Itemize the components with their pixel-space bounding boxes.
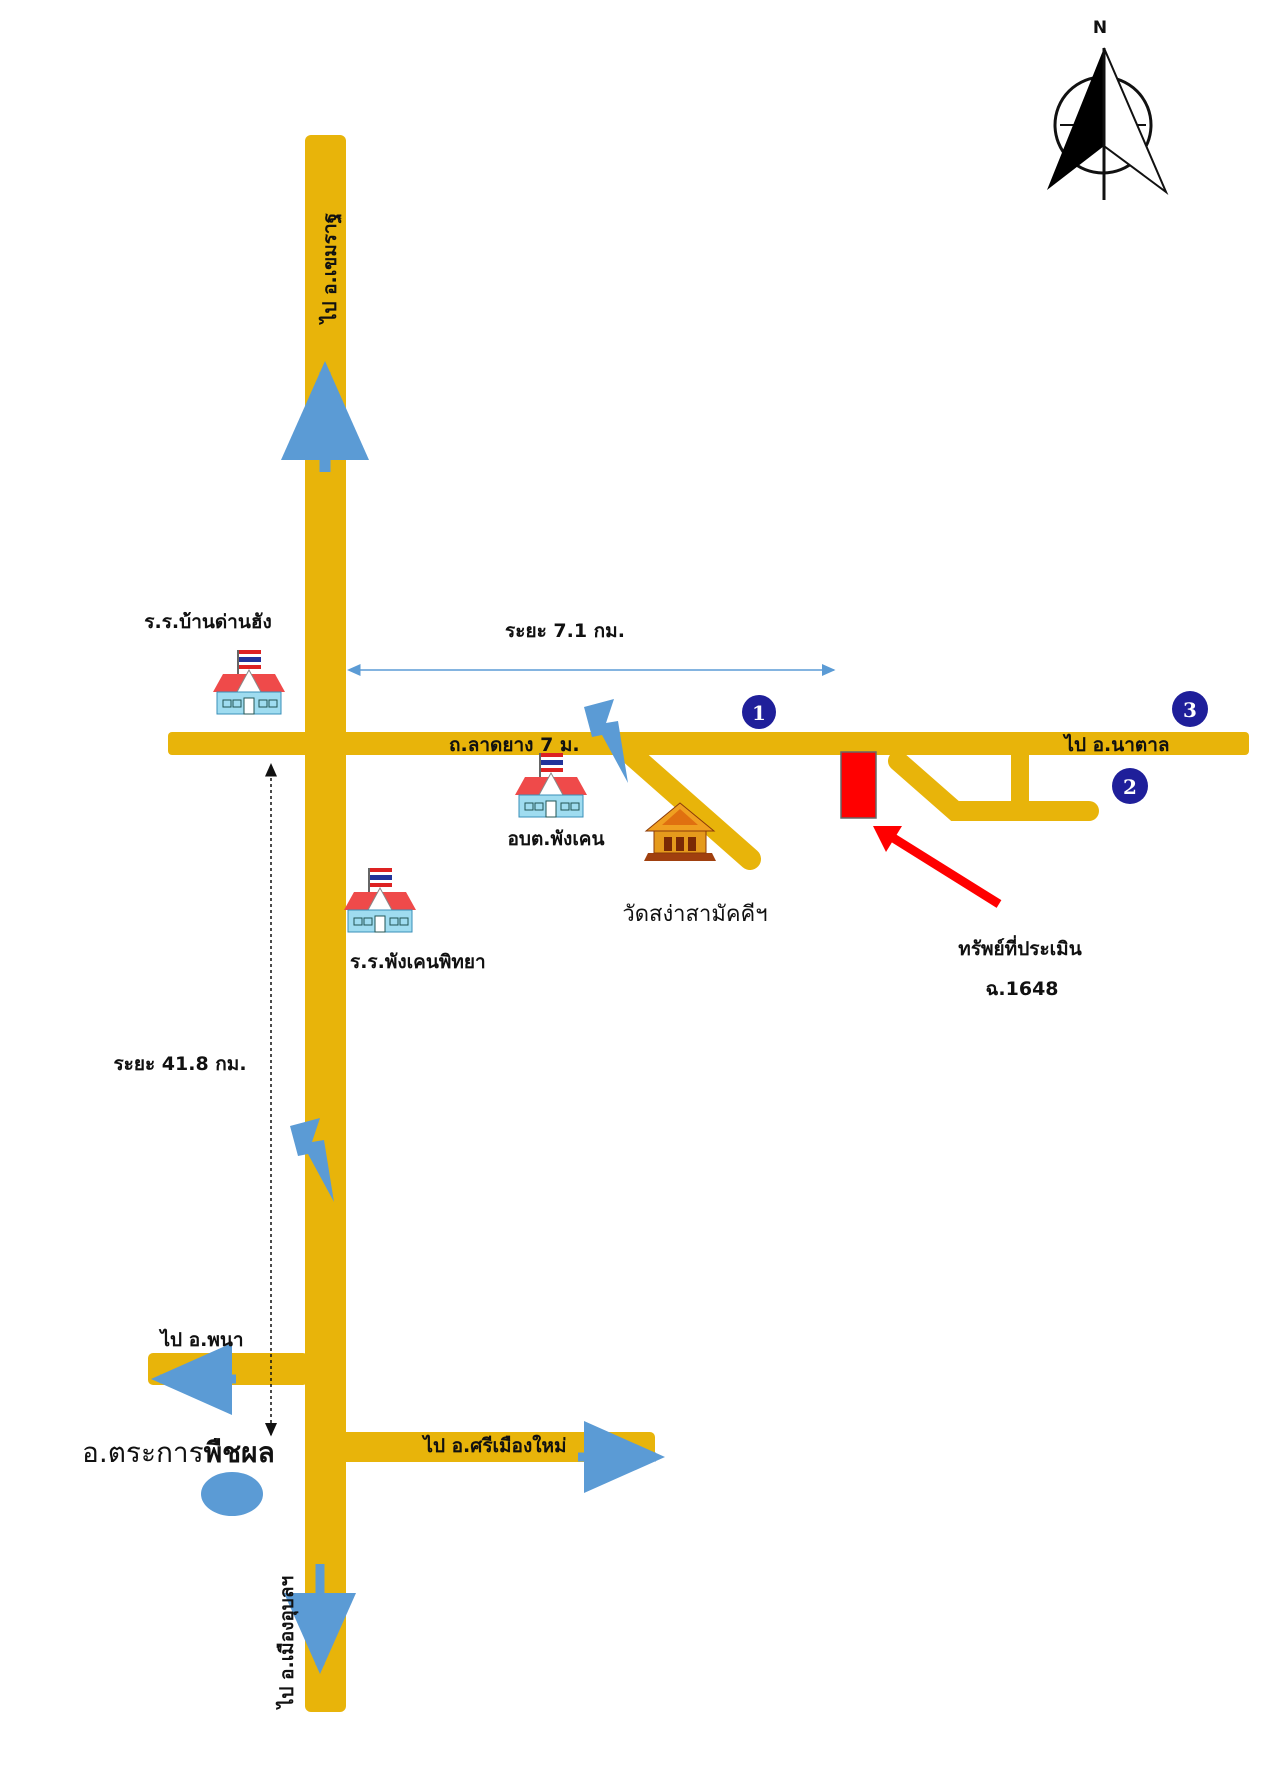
school2-label: ร.ร.พังเคนพิทยา xyxy=(350,951,486,973)
road-si-mueang-mai xyxy=(340,1432,655,1462)
east-road-label: ไป อ.นาตาล xyxy=(1062,733,1169,756)
road-temple xyxy=(612,736,761,870)
sao-label: อบต.พังเคน xyxy=(507,828,604,850)
distance-vertical-label: ระยะ 41.8 กม. xyxy=(113,1053,246,1075)
north-label: N xyxy=(1093,18,1107,38)
distance-horizontal-label: ระยะ 7.1 กม. xyxy=(505,620,625,642)
marker-3: 3 xyxy=(1172,691,1208,727)
property-pointer-arrow xyxy=(887,832,1002,908)
south-road-label: ไป อ.เมืองอุบลฯ xyxy=(275,1576,299,1710)
roads xyxy=(148,135,1249,1712)
property-deed: ฉ.1648 xyxy=(985,978,1058,1000)
district-prefix: อ.ตระการ xyxy=(82,1436,204,1469)
main-road-label: ถ.ลาดยาง 7 ม. xyxy=(449,734,580,756)
temple-icon xyxy=(644,802,716,861)
north-arrow-icon: N xyxy=(1047,18,1169,200)
property-label: ทรัพย์ที่ประเมิน xyxy=(958,935,1081,960)
district-bold: พืชผล xyxy=(204,1436,275,1469)
temple-label: วัดสง่าสามัคคีฯ xyxy=(622,902,767,927)
school-icon xyxy=(212,649,286,715)
school-icon xyxy=(514,752,588,818)
phana-road-label: ไป อ.พนา xyxy=(158,1328,243,1351)
svg-text:3: 3 xyxy=(1183,698,1197,722)
district-marker xyxy=(201,1472,263,1516)
road-side xyxy=(888,751,1099,821)
road-east-west xyxy=(168,732,1249,755)
school1-label: ร.ร.บ้านด่านฮัง xyxy=(144,611,271,633)
svg-text:2: 2 xyxy=(1123,775,1137,799)
district-label: อ.ตระการพืชผล xyxy=(82,1436,275,1469)
north-road-label: ไป อ.เขมราฐ xyxy=(318,213,343,325)
road-north-south xyxy=(305,135,346,1712)
marker-2: 2 xyxy=(1112,768,1148,804)
si-mueang-mai-road-label: ไป อ.ศรีเมืองใหม่ xyxy=(421,1434,566,1457)
marker-1: 1 xyxy=(742,695,776,729)
svg-text:1: 1 xyxy=(752,701,766,725)
school-icon xyxy=(343,867,417,933)
property-marker xyxy=(840,751,877,819)
arrowhead-icon xyxy=(873,826,902,852)
